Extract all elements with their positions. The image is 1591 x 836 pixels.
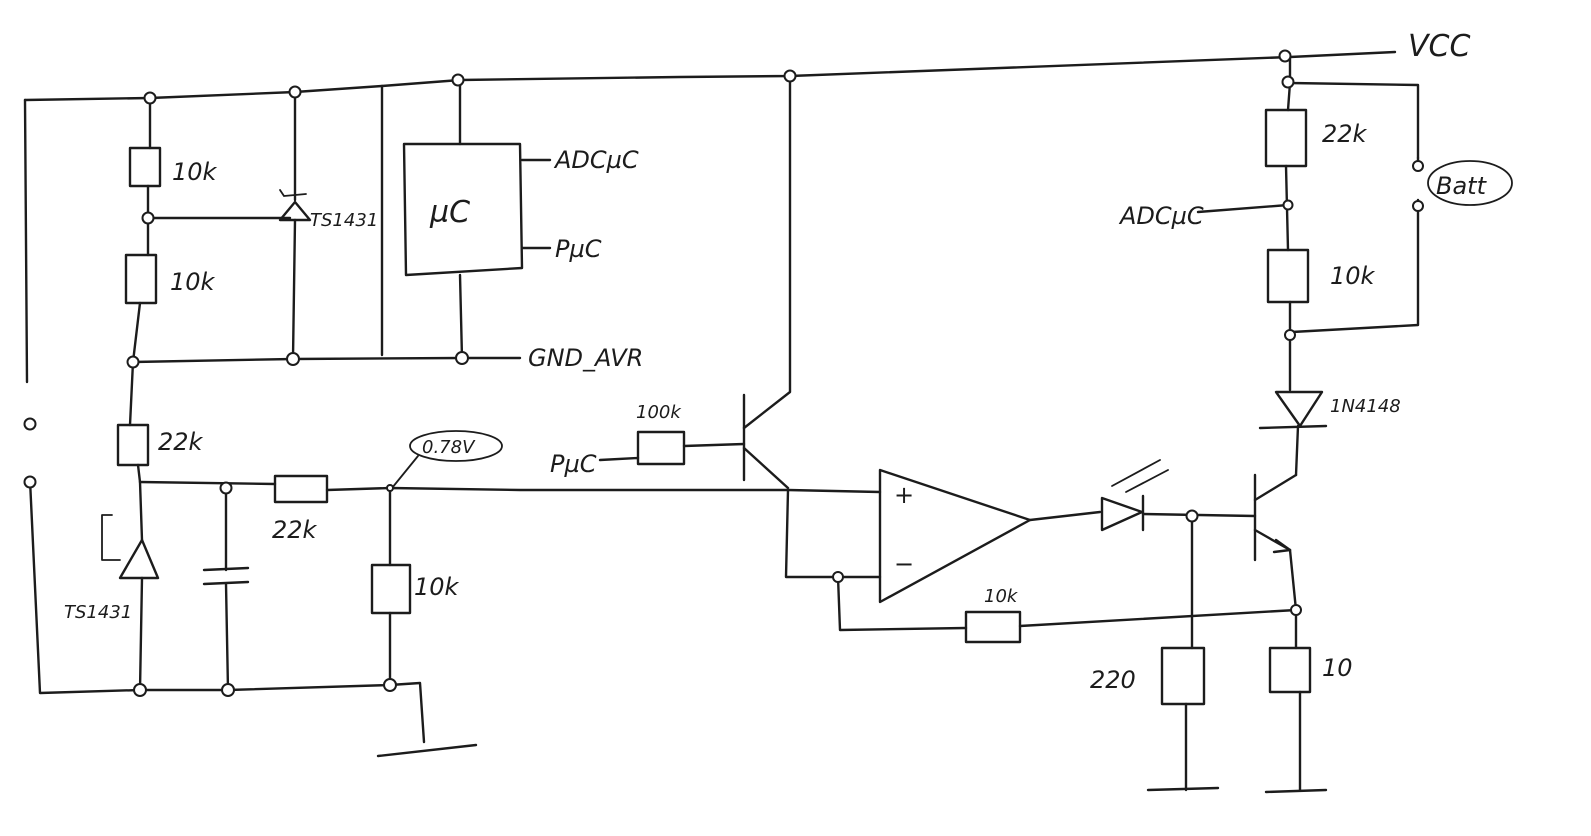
r-220-label: 220 — [1090, 666, 1136, 694]
lower-reference — [28, 423, 790, 758]
resistor-10k-top — [128, 146, 162, 188]
r-22k-series-label: 22k — [272, 516, 318, 544]
gnd-avr-label: GND_AVR — [528, 344, 643, 372]
r-100k-label: 100k — [636, 402, 682, 423]
v-ref-label: 0.78V — [422, 437, 476, 458]
batt-label: Batt — [1436, 172, 1488, 200]
resistor-100k — [636, 430, 686, 466]
resistor-10 — [1268, 646, 1312, 694]
adc-mc-out-label: ADCµC — [553, 146, 639, 174]
terminal-lower — [23, 475, 37, 489]
p-mc-in-label: PµC — [550, 450, 597, 478]
opamp-minus-label: − — [894, 550, 914, 578]
resistor-220 — [1160, 646, 1206, 706]
tl431-lower-label: TS1431 — [64, 602, 132, 623]
resistor-22k-right — [1264, 108, 1308, 168]
diode-label: 1N4148 — [1330, 396, 1401, 417]
r-10k-top-label: 10k — [172, 158, 218, 186]
tl431-upper — [278, 90, 312, 360]
vcc-label: VCC — [1408, 29, 1470, 64]
r-22k-right-label: 22k — [1322, 120, 1368, 148]
opamp-plus-label: + — [894, 481, 914, 509]
p-mc-out-label: PµC — [555, 235, 602, 263]
r-10k-right-label: 10k — [1330, 262, 1376, 290]
r-10k-feedback-label: 10k — [984, 586, 1019, 607]
mcu-block — [402, 142, 552, 360]
r-10k-divider-label: 10k — [414, 573, 460, 601]
junction-dots — [126, 49, 1424, 697]
left-divider — [124, 96, 522, 427]
r-22k-left-label: 22k — [158, 428, 204, 456]
npn-output — [1146, 473, 1328, 794]
adc-mc-in-label: ADCµC — [1118, 202, 1204, 230]
voltage-annotation — [391, 430, 503, 489]
r-10-label: 10 — [1322, 654, 1353, 682]
tl431-upper-label: TS1431 — [310, 210, 378, 231]
led — [1100, 459, 1257, 532]
mcu-label: µC — [429, 195, 470, 230]
opamp — [786, 468, 1298, 644]
resistor-10k-feedback — [964, 610, 1022, 644]
resistor-22k-series — [273, 474, 329, 504]
terminal-upper — [23, 417, 37, 431]
resistor-10k-divider — [370, 563, 412, 615]
resistor-22k-left — [116, 423, 150, 467]
r-10k-mid-label: 10k — [170, 268, 216, 296]
resistor-10k-mid — [124, 253, 158, 305]
pnp-switch — [598, 74, 882, 579]
resistor-10k-right — [1266, 248, 1310, 304]
